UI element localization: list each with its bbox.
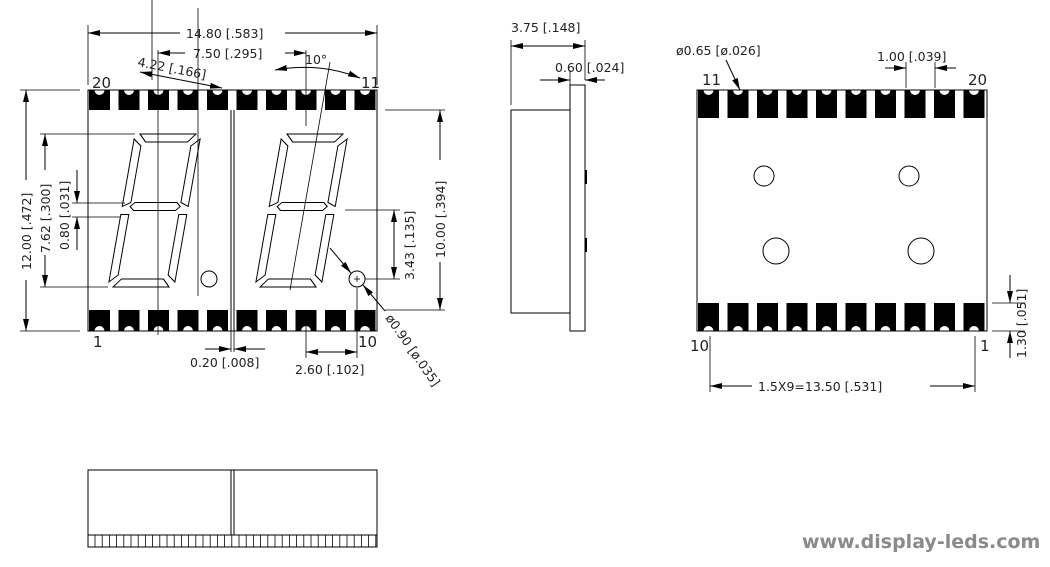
bottom-body-outline	[87, 469, 378, 548]
segment-d	[258, 278, 318, 288]
solder-pad	[875, 90, 896, 118]
side-plate	[569, 84, 586, 332]
pin-label-1: 1	[93, 333, 103, 351]
side-body	[510, 109, 571, 314]
segment-a	[285, 133, 345, 143]
solder-pad	[698, 90, 719, 118]
back-pin-label-10: 10	[690, 337, 709, 355]
solder-pad	[698, 303, 719, 331]
side-view: 3.75 [.148] 0.60 [.024]	[510, 20, 624, 332]
dim-pad-height: 1.30 [.051]	[1014, 289, 1029, 358]
back-view: ø0.65 [ø.026] 11 20 10 1 1.00 [.039] 1.3…	[676, 43, 1029, 394]
solder-pad	[963, 303, 985, 331]
solder-pad	[904, 90, 926, 118]
segment-b	[327, 137, 348, 208]
dim-depth: 3.75 [.148]	[511, 20, 580, 35]
solder-pad	[934, 303, 955, 331]
dim-pin-span: 1.5X9=13.50 [.531]	[758, 379, 882, 394]
segment-d	[111, 278, 171, 288]
top-pads	[89, 90, 376, 110]
mount-hole-small	[898, 165, 920, 187]
mount-hole-large	[762, 237, 790, 265]
solder-pad	[325, 310, 346, 331]
solder-pad	[118, 90, 140, 110]
back-pin-label-20: 20	[968, 71, 987, 89]
solder-pad	[757, 303, 778, 331]
solder-pad	[207, 90, 228, 110]
solder-pad	[875, 303, 896, 331]
dim-plate-thickness: 0.60 [.024]	[555, 60, 624, 75]
solder-pad	[845, 90, 867, 118]
dim-segment-width: 0.80 [.031]	[57, 181, 72, 250]
dim-hole-diameter: ø0.65 [ø.026]	[676, 43, 761, 58]
pin-label-20: 20	[92, 74, 111, 92]
back-top-pads	[698, 90, 985, 118]
solder-pad	[325, 90, 346, 110]
dim-inner-height: 10.00 [.394]	[433, 181, 448, 258]
solder-pad	[118, 310, 140, 331]
solder-pad	[89, 310, 110, 331]
solder-pad	[177, 310, 199, 331]
solder-pad	[904, 303, 926, 331]
solder-pad	[207, 310, 228, 331]
dim-dp-diameter: ø0.90 [ø.035]	[383, 311, 444, 389]
solder-pad	[934, 90, 955, 118]
bottom-pads	[89, 310, 376, 331]
segment-f	[268, 137, 289, 208]
front-body-outline	[87, 89, 378, 332]
back-bottom-pads	[698, 303, 985, 331]
segment-a	[138, 133, 198, 143]
solder-pad	[727, 90, 749, 118]
pin-label-10: 10	[358, 333, 377, 351]
digit-right	[255, 133, 348, 288]
solder-pad	[266, 90, 287, 110]
front-view: 14.80 [.583] 7.50 [.295] 4.22 [.166] 10°…	[19, 0, 448, 389]
digit-left	[108, 133, 201, 288]
solder-pad	[236, 310, 258, 331]
dim-dp-x: 2.60 [.102]	[295, 362, 364, 377]
dim-divider-gap: 0.20 [.008]	[190, 355, 259, 370]
segment-c	[314, 214, 335, 284]
decimal-point-left	[200, 270, 218, 288]
segment-c	[167, 214, 188, 284]
back-body-outline	[696, 89, 988, 332]
solder-pad	[148, 310, 169, 331]
dim-slant-angle: 10°	[305, 52, 327, 67]
segment-b	[180, 137, 201, 208]
solder-pad	[963, 90, 985, 118]
solder-pad	[816, 90, 837, 118]
dim-overall-height: 12.00 [.472]	[19, 193, 34, 270]
back-pin-label-11: 11	[702, 71, 721, 89]
solder-pad	[266, 310, 287, 331]
solder-pad	[845, 303, 867, 331]
solder-pad	[786, 303, 808, 331]
dim-digit-pitch: 7.50 [.295]	[193, 46, 262, 61]
segment-g	[276, 202, 328, 211]
dim-overall-width: 14.80 [.583]	[186, 26, 263, 41]
solder-pad	[89, 90, 110, 110]
watermark: www.display-leds.com	[802, 531, 1040, 553]
solder-pad	[757, 90, 778, 118]
solder-pad	[148, 90, 169, 110]
mount-hole-large	[907, 237, 935, 265]
segment-e	[108, 214, 130, 284]
back-pin-label-1: 1	[980, 337, 990, 355]
dim-dp-offset: 3.43 [.135]	[402, 211, 417, 280]
bottom-pin-strip	[94, 535, 377, 547]
bottom-view	[87, 469, 378, 548]
pin-label-11: 11	[361, 74, 380, 92]
dim-digit-height: 7.62 [.300]	[38, 184, 53, 253]
segment-g	[129, 202, 181, 211]
solder-pad	[727, 303, 749, 331]
mount-hole-small	[753, 165, 775, 187]
solder-pad	[786, 90, 808, 118]
segment-e	[255, 214, 277, 284]
segment-f	[121, 137, 142, 208]
solder-pad	[354, 90, 376, 110]
solder-pad	[354, 310, 376, 331]
solder-pad	[236, 90, 258, 110]
dim-pad-width: 1.00 [.039]	[877, 49, 946, 64]
solder-pad	[816, 303, 837, 331]
solder-pad	[177, 90, 199, 110]
